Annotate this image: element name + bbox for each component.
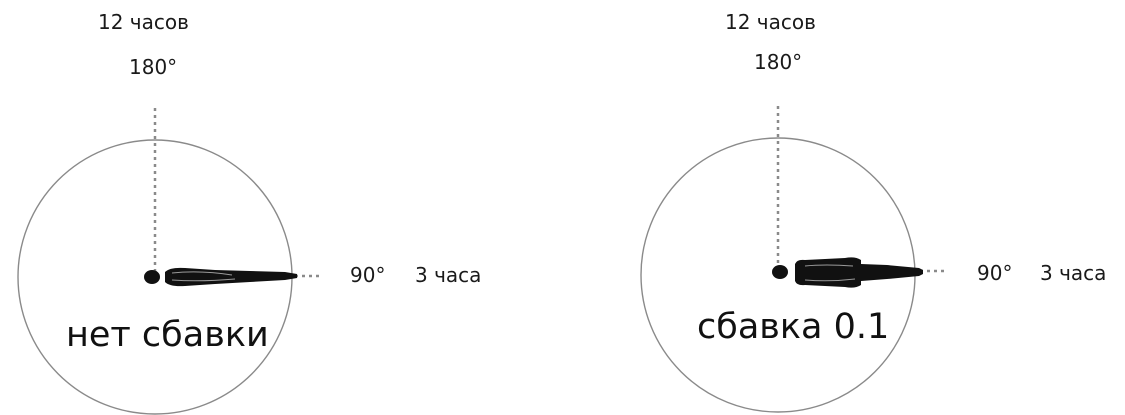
top-label-hours: 12 часов	[98, 10, 189, 34]
top-label-degrees: 180°	[129, 55, 178, 79]
top-label-degrees: 180°	[754, 50, 803, 74]
diagram-caption: сбавка 0.1	[697, 307, 890, 347]
diagram-no-reduction-graphic	[17, 108, 322, 415]
lying-figure-icon	[772, 257, 923, 288]
lying-figure-icon	[144, 267, 297, 287]
right-label-degrees: 90°	[350, 263, 386, 287]
right-label-hours: 3 часа	[415, 263, 482, 287]
diagram-caption: нет сбавки	[66, 315, 269, 355]
right-label-hours: 3 часа	[1040, 261, 1107, 285]
right-label-degrees: 90°	[977, 261, 1013, 285]
diagram-reduction-graphic	[640, 106, 947, 413]
diagram-reduction-0-1: 12 часов 180° 90° 3 часа сбавка 0.1	[625, 0, 1125, 415]
top-label-hours: 12 часов	[725, 10, 816, 34]
diagram-no-reduction: 12 часов 180° 90° 3 часа нет сбавки	[0, 0, 560, 415]
